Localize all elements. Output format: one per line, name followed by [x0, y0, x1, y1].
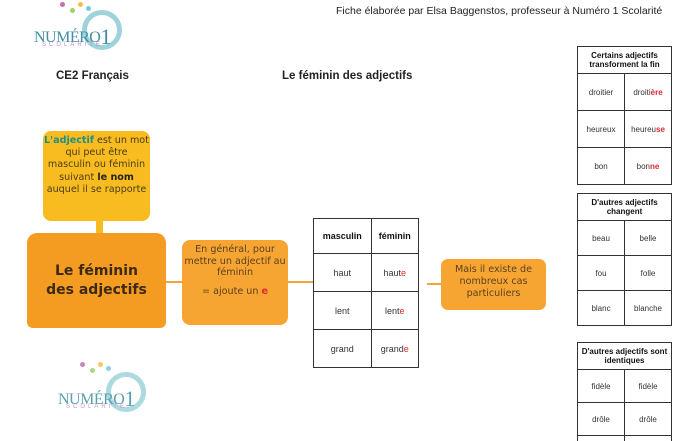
- table-row: grand grande: [313, 329, 420, 368]
- page-title: Le féminin des adjectifs: [282, 70, 413, 82]
- main-example-table: masculin féminin haut haute lent lente g…: [313, 218, 420, 368]
- column-header: féminin: [370, 218, 420, 254]
- rule-box: En général, pour mettre un adjectif au f…: [182, 240, 288, 325]
- table-row: lent lente: [313, 291, 420, 330]
- note-box: Mais il existe de nombreux cas particuli…: [441, 259, 546, 310]
- subject-label: CE2 Français: [56, 70, 129, 82]
- table-row: [577, 435, 672, 441]
- logo-bottom: NUMÉRO1 SCOLARITÉ: [44, 362, 154, 424]
- table-row: fou folle: [577, 255, 672, 291]
- definition-keyword: L'adjectif: [44, 135, 94, 146]
- table-row: drôle drôle: [577, 402, 672, 436]
- side-table-identical: D'autres adjectifs sont identiques fidèl…: [577, 342, 672, 441]
- logo-wordmark: NUMÉRO1: [58, 386, 135, 411]
- table-row: blanc blanche: [577, 290, 672, 326]
- connector: [96, 220, 103, 234]
- connector: [166, 281, 183, 283]
- table-row: haut haute: [313, 253, 420, 292]
- table-row: heureux heureuse: [577, 110, 672, 148]
- table-title: Certains adjectifs transforment la fin: [577, 46, 672, 74]
- definition-box: L'adjectif est un mot qui peut être masc…: [43, 131, 150, 221]
- logo-top: NUMÉRO1 SCOLARITÉ: [20, 0, 130, 62]
- table-row: bon bonne: [577, 147, 672, 185]
- table-row: droitier droitière: [577, 73, 672, 111]
- definition-bold: le nom: [97, 171, 134, 183]
- column-header: masculin: [313, 218, 372, 254]
- table-title: D'autres adjectifs sont identiques: [577, 342, 672, 370]
- side-table-transform: Certains adjectifs transforment la fin d…: [577, 46, 672, 185]
- connector: [288, 281, 313, 283]
- table-row: beau belle: [577, 220, 672, 256]
- author-credit: Fiche élaborée par Elsa Baggenstos, prof…: [336, 5, 663, 17]
- connector: [427, 283, 441, 285]
- logo-ring: [82, 10, 122, 50]
- logo-wordmark: NUMÉRO1: [34, 24, 111, 49]
- rule-letter: e: [261, 285, 269, 297]
- logo-subtitle: SCOLARITÉ: [66, 404, 128, 410]
- table-row: fidèle fidèle: [577, 369, 672, 403]
- side-table-change: D'autres adjectifs changent beau belle f…: [577, 193, 672, 326]
- logo-subtitle: SCOLARITÉ: [42, 42, 104, 48]
- logo-ring: [106, 372, 146, 412]
- table-title: D'autres adjectifs changent: [577, 193, 672, 221]
